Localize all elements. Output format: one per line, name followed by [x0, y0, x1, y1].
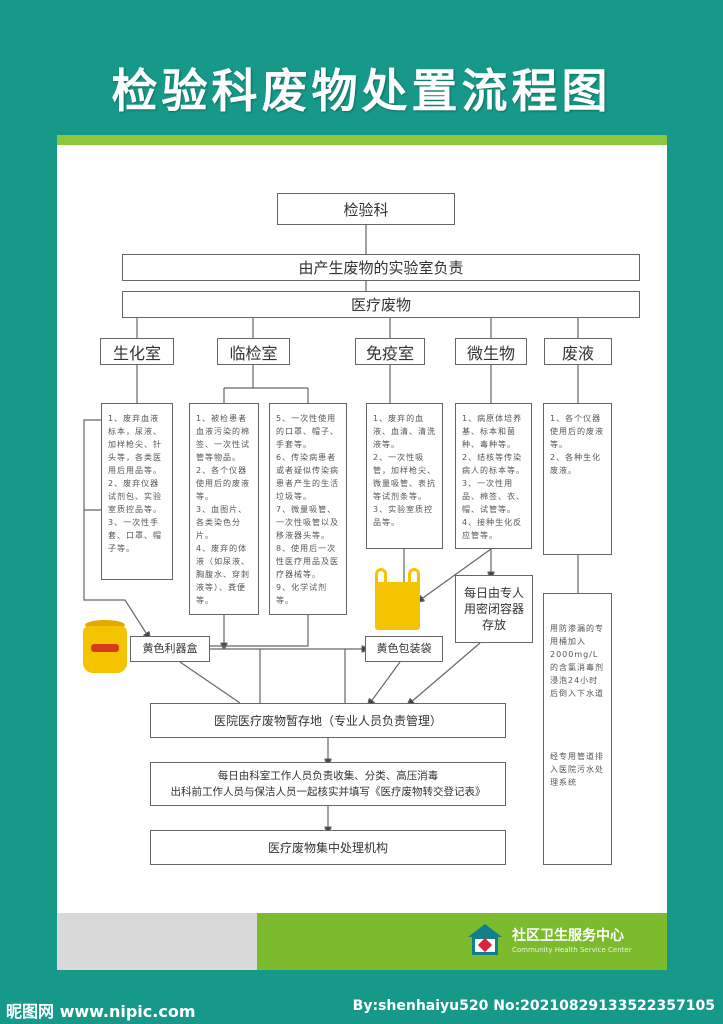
org-name-cn: 社区卫生服务中心: [512, 928, 624, 944]
green-stripe: [57, 135, 667, 145]
category-immuno: 免疫室: [355, 338, 425, 365]
watermark-right: By:shenhaiyu520 No:20210829133522357105: [352, 998, 715, 1014]
detail-liquid-disposal: 用防渗漏的专用桶加入2000mg/L的含氯消毒剂浸泡24小时后倒入下水道 经专用…: [543, 593, 612, 865]
collection-line-1: 每日由科室工作人员负责收集、分类、高压消毒: [217, 770, 439, 782]
page-title: 检验科废物处置流程图: [111, 64, 612, 118]
liquid-disinfect-text: 用防渗漏的专用桶加入2000mg/L的含氯消毒剂浸泡24小时后倒入下水道: [550, 624, 604, 698]
detail-immuno: 1、废弃的血液、血清、清洗液等。 2、一次性吸管，加样枪尖、微量吸管、表抗等试剂…: [366, 403, 443, 549]
detail-clinical-2: 5、一次性使用的口罩、帽子、手套等。 6、传染病患者或者疑似传染病患者产生的生活…: [269, 403, 347, 615]
detail-liquid: 1、各个仪器使用后的废液等。 2、各种生化废液。: [543, 403, 612, 555]
collection-box: 每日由科室工作人员负责收集、分类、高压消毒 出科前工作人员与保洁人员一起核实并填…: [150, 762, 506, 806]
sharps-box-icon: [83, 620, 127, 673]
detail-biochem: 1、废弃血液标本，尿液、加样枪尖、针头等，各类医用后用品等。 2、废弃仪器试剂包…: [101, 403, 173, 580]
detail-clinical-1: 1、被检患者血液污染的棉签、一次性试管等物品。 2、各个仪器使用后的废液等。 3…: [189, 403, 259, 615]
yellow-bag-label: 黄色包装袋: [365, 636, 443, 662]
collection-line-2: 出科前工作人员与保洁人员一起核实并填写《医疗废物转交登记表》: [170, 786, 486, 798]
category-liquid: 废液: [544, 338, 612, 365]
final-disposal-box: 医疗废物集中处理机构: [150, 830, 506, 865]
footer-green-band: [257, 913, 667, 970]
footer-gray-band: [57, 913, 257, 970]
community-health-logo-icon: [466, 924, 504, 956]
category-biochem: 生化室: [100, 338, 174, 365]
category-micro: 微生物: [455, 338, 527, 365]
storage-box: 医院医疗废物暂存地（专业人员负责管理）: [150, 703, 506, 738]
yellow-bag-icon: [375, 568, 420, 630]
org-name-en: Community Health Service Center: [512, 946, 632, 954]
responsible-box: 由产生废物的实验室负责: [122, 254, 640, 281]
liquid-drain-text: 经专用管道排入医院污水处理系统: [550, 752, 604, 787]
medical-waste-box: 医疗废物: [122, 291, 640, 318]
sealed-container-box: 每日由专人用密闭容器存放: [455, 575, 533, 643]
sharps-box-label: 黄色利器盒: [130, 636, 210, 662]
lab-dept-box: 检验科: [277, 193, 455, 225]
category-clinical: 临检室: [217, 338, 290, 365]
detail-micro: 1、病原体培养基、标本和菌种、毒种等。 2、结核等传染病人的标本等。 3、一次性…: [455, 403, 532, 549]
watermark-left: 昵图网 www.nipic.com: [6, 1002, 196, 1021]
